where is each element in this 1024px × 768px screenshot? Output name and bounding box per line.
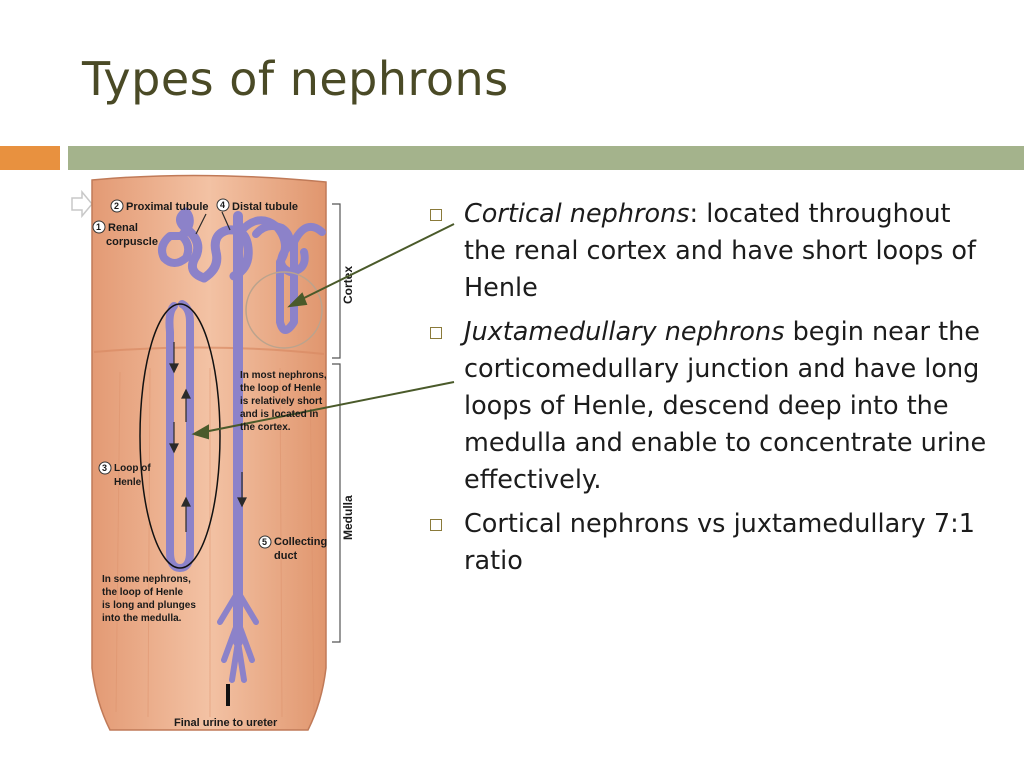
label-corpuscle: corpuscle — [106, 236, 158, 248]
badge-num-5: 5 — [262, 537, 267, 547]
label-some-nephrons-4: into the medulla. — [102, 613, 182, 624]
medulla-label: Medulla — [341, 495, 355, 540]
accent-band-green — [68, 146, 1024, 170]
label-duct: duct — [274, 550, 298, 562]
pointer-arrow-cortical — [287, 223, 455, 308]
number-badges — [92, 198, 272, 549]
label-some-nephrons-2: the loop of Henle — [102, 587, 184, 598]
label-loop-of: Loop of — [114, 463, 151, 474]
tissue-striations — [115, 367, 315, 718]
cortex-label: Cortex — [341, 266, 355, 304]
distal-tubule-2 — [252, 222, 309, 276]
bullet-ratio-text: Cortical nephrons vs juxtamedullary 7:1 … — [464, 509, 975, 576]
proximal-tubule — [176, 207, 209, 283]
label-most-nephrons-2: the loop of Henle — [240, 383, 322, 394]
slide-title: Types of nephrons — [82, 52, 509, 106]
bullet-cortical-term: Cortical nephrons — [464, 199, 690, 229]
bullet-cortical-text: : located throughout the renal cortex an… — [464, 199, 976, 303]
label-some-nephrons-3: is long and plunges — [102, 600, 196, 611]
label-distal-tubule: Distal tubule — [232, 201, 298, 213]
bullet-list: Cortical nephrons: located throughout th… — [428, 196, 988, 587]
label-most-nephrons-5: the cortex. — [240, 422, 291, 433]
bullet-cortical: Cortical nephrons: located throughout th… — [428, 196, 988, 307]
label-collecting: Collecting — [274, 536, 327, 548]
label-henle: Henle — [114, 477, 142, 488]
renal-corpuscle — [158, 232, 193, 267]
label-renal: Renal — [108, 222, 138, 234]
accent-band-orange — [0, 146, 60, 170]
short-loop-highlight-circle — [245, 271, 323, 349]
nephron-diagram: Cortex Medulla — [71, 174, 455, 731]
flow-arrows — [169, 211, 247, 532]
kidney-tissue-block — [91, 174, 327, 731]
bullet-juxtamedullary: Juxtamedullary nephrons begin near the c… — [428, 314, 988, 499]
label-some-nephrons-1: In some nephrons, — [102, 574, 191, 585]
badge-num-3: 3 — [102, 463, 107, 473]
bullet-juxtamedullary-term: Juxtamedullary nephrons — [464, 317, 785, 347]
label-proximal-tubule: Proximal tubule — [126, 201, 209, 213]
medulla-bracket — [332, 363, 341, 643]
badge-num-2: 2 — [114, 201, 119, 211]
label-most-nephrons-3: is relatively short — [240, 396, 323, 407]
distal-tubule — [199, 225, 253, 283]
badge-num-1: 1 — [96, 222, 101, 232]
label-final-urine: Final urine to ureter — [174, 717, 278, 729]
bullet-juxtamedullary-text: begin near the corticomedullary junction… — [464, 317, 987, 495]
label-most-nephrons-4: and is located in — [240, 409, 318, 420]
long-loop-highlight-ellipse — [139, 303, 221, 569]
slide-arrow-icon — [71, 189, 93, 219]
bullet-ratio: Cortical nephrons vs juxtamedullary 7:1 … — [428, 506, 988, 580]
label-most-nephrons-1: In most nephrons, — [240, 370, 327, 381]
badge-num-4: 4 — [220, 200, 225, 210]
bullet-square-icon — [430, 209, 442, 221]
bullet-square-icon — [430, 519, 442, 531]
short-loop-of-henle — [236, 216, 326, 334]
collecting-duct-branches — [217, 589, 259, 683]
bullet-square-icon — [430, 327, 442, 339]
pointer-arrow-juxtamedullary — [191, 381, 455, 440]
